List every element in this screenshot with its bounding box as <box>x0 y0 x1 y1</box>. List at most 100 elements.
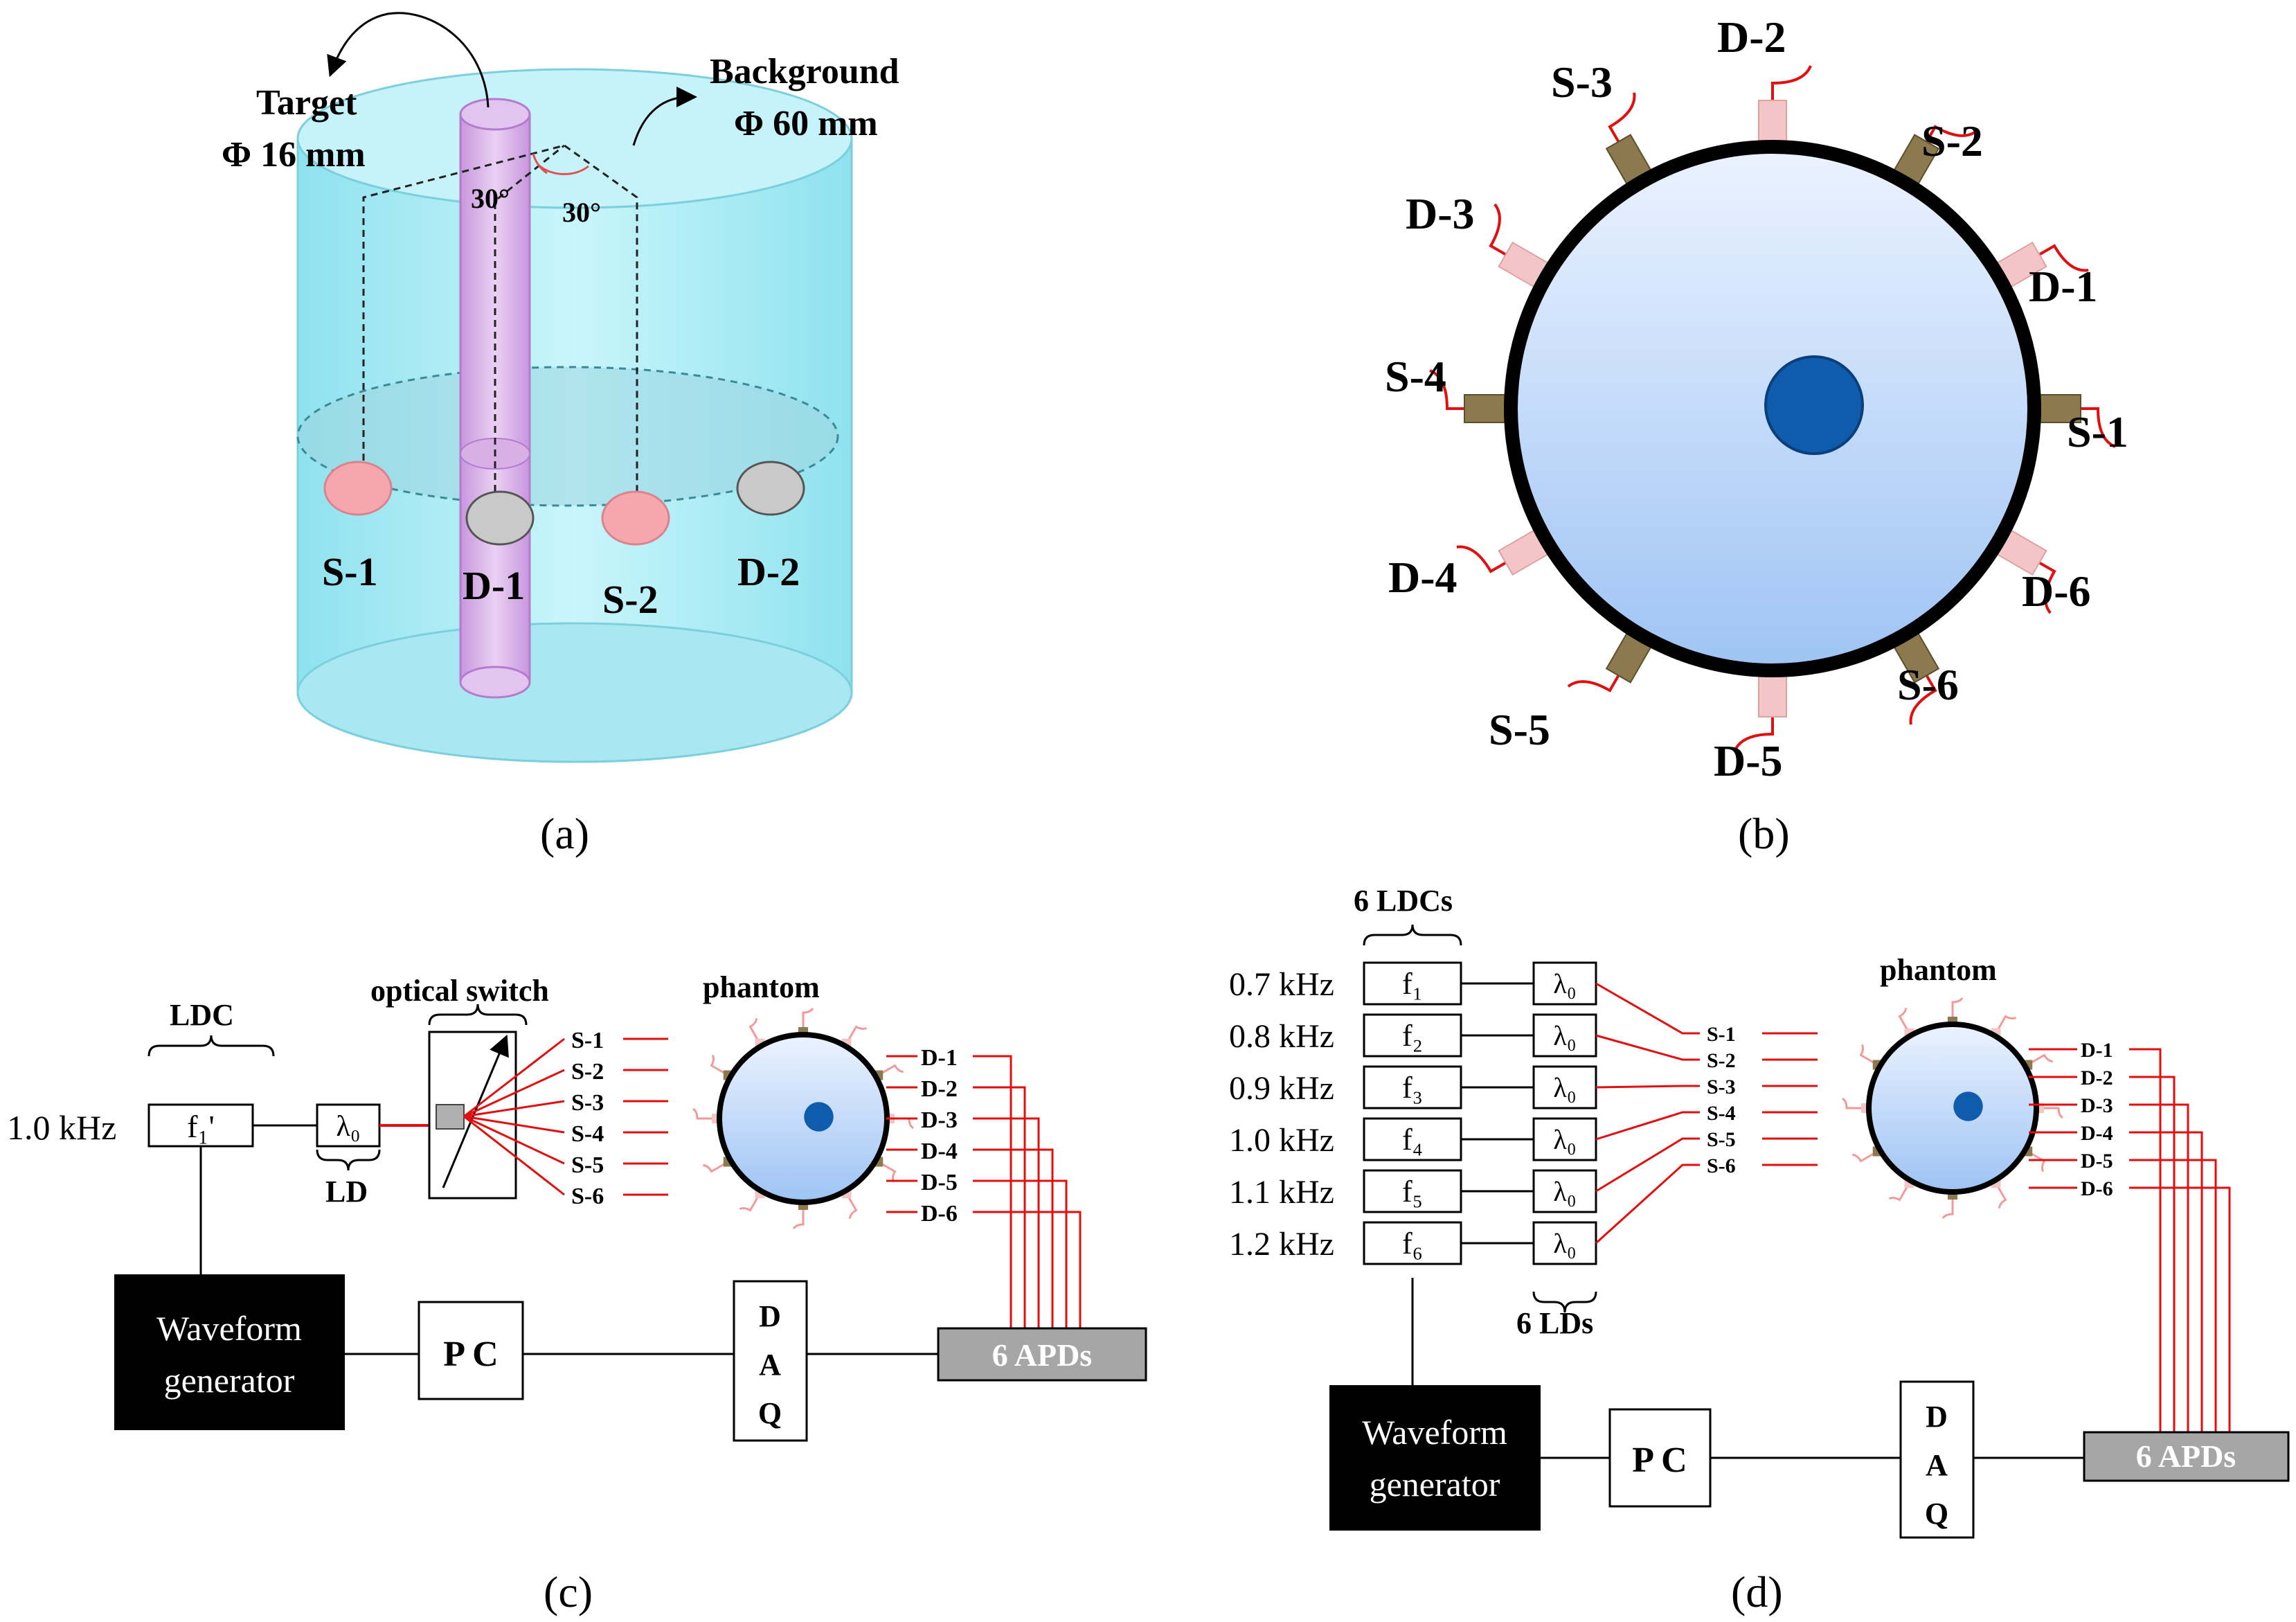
ldc-box-label-d: f₅ <box>1402 1175 1423 1209</box>
probe-s1 <box>323 461 393 516</box>
phantom-mini-c <box>692 1008 914 1229</box>
label-s1: S-1 <box>2067 407 2128 456</box>
daq-box-c <box>733 1280 808 1442</box>
cylinder-top <box>296 68 853 209</box>
mini-fiber <box>1888 1182 1910 1202</box>
ldc-box-label-d: f₁ <box>1402 967 1423 1001</box>
label-d4: D-4 <box>1388 553 1458 602</box>
detector-label-d: D-3 <box>2081 1094 2113 1117</box>
waveform-text-2-c: generator <box>164 1361 295 1400</box>
lds-label: 6 LDs <box>1516 1306 1593 1340</box>
switch-fiber <box>463 1037 565 1118</box>
waveform-text-1-c: Waveform <box>156 1309 302 1348</box>
ldc-box-label: f₁' <box>187 1109 215 1144</box>
daq-d-c: D <box>759 1299 781 1333</box>
daq-a-d: A <box>1926 1448 1948 1482</box>
probe-label-s2: S-2 <box>602 577 658 622</box>
angle-arc-2 <box>539 165 589 175</box>
source-label: S-1 <box>571 1028 604 1053</box>
mini-fiber <box>2027 1150 2046 1173</box>
source-label: S-3 <box>571 1090 604 1116</box>
switch-fiber <box>463 1115 565 1196</box>
ld-lambda-d: λ₀ <box>1553 1228 1576 1259</box>
detector-label: D-2 <box>921 1076 958 1102</box>
ld-lambda-d: λ₀ <box>1553 1124 1576 1155</box>
probe-s2 <box>601 490 670 546</box>
mini-fiber <box>748 1018 761 1044</box>
mini-fiber <box>2039 1107 2063 1119</box>
daq-q-c: Q <box>758 1396 782 1430</box>
ldc-frequency: 1.0 kHz <box>7 1108 116 1147</box>
source-label-d: S-4 <box>1707 1102 1736 1125</box>
detector-label: D-1 <box>921 1045 958 1071</box>
ldc-frequency-d: 0.7 kHz <box>1229 966 1334 1003</box>
apd-box-d <box>2083 1431 2290 1482</box>
detector-fiber-d <box>2129 1076 2176 1432</box>
detector-fiber <box>973 1179 1068 1328</box>
detector-fiber <box>973 1086 1026 1328</box>
label-d2: D-2 <box>1717 12 1786 62</box>
ldc-brace <box>147 1035 275 1057</box>
detector-fiber-d <box>2129 1048 2162 1432</box>
detector-label-d: D-1 <box>2081 1039 2113 1062</box>
ldc-box-label-d: f₂ <box>1402 1019 1423 1053</box>
caption-c: (c) <box>544 1567 593 1616</box>
label-s3: S-3 <box>1551 57 1613 107</box>
cylinder-bottom <box>296 622 853 763</box>
mini-fiber <box>703 1161 729 1173</box>
ld-fiber-d <box>1595 1164 1700 1245</box>
mini-target <box>804 1102 834 1132</box>
ldc-frequency-d: 0.9 kHz <box>1229 1070 1334 1107</box>
ldc-frequency-d: 0.8 kHz <box>1229 1018 1334 1055</box>
panel-c-single-source-setup: LDC 1.0 kHz f₁' λ₀ LD optical switch S-1… <box>7 970 1147 1616</box>
switch-fiber <box>463 1115 565 1134</box>
background-size: Φ 60 mm <box>734 104 878 143</box>
switch-fiber <box>463 1115 565 1165</box>
measurement-plane <box>296 366 839 507</box>
ldc-box-label-d: f₄ <box>1402 1123 1423 1157</box>
source-label-d: S-2 <box>1707 1049 1736 1072</box>
detector-fiber <box>973 1055 1012 1328</box>
mini-fiber <box>1951 997 1964 1022</box>
daq-d-d: D <box>1926 1400 1948 1434</box>
source-label: S-5 <box>571 1152 604 1178</box>
source-label: S-4 <box>571 1121 604 1147</box>
phantom-label-d: phantom <box>1880 953 1997 987</box>
ld-fiber-d <box>1595 1111 1700 1141</box>
ldc-box-d <box>1363 1065 1462 1109</box>
target-label: Target <box>256 83 357 123</box>
source-list: S-1S-2S-3S-4S-5S-6 <box>571 1028 668 1209</box>
mini-fiber <box>1995 1015 2017 1034</box>
ldc-label: LDC <box>170 998 234 1032</box>
ldc-frequency-d: 1.2 kHz <box>1229 1226 1334 1263</box>
probe-label-d2: D-2 <box>737 549 800 594</box>
background-arrow <box>632 87 697 146</box>
label-d5: D-5 <box>1714 736 1783 785</box>
mini-fiber <box>1852 1150 1878 1163</box>
source-label: S-2 <box>571 1059 604 1085</box>
mini-fiber <box>792 1205 805 1229</box>
source-label: S-6 <box>571 1184 604 1209</box>
label-d6: D-6 <box>2022 567 2091 616</box>
target-arrow <box>327 12 490 108</box>
mini-fiber <box>877 1064 904 1076</box>
detector-fiber <box>973 1148 1054 1328</box>
phantom-mini-d <box>1842 997 2063 1219</box>
switch-brace <box>428 1004 528 1026</box>
mini-fiber <box>802 1008 814 1032</box>
probe-label-d1: D-1 <box>463 563 525 608</box>
ld-brace <box>316 1149 381 1171</box>
ldc-frequency-d: 1.1 kHz <box>1229 1174 1334 1211</box>
caption-b: (b) <box>1738 809 1790 858</box>
ld-box-d <box>1532 1221 1597 1265</box>
waveform-text-2-d: generator <box>1370 1465 1500 1504</box>
detector-label-d: D-5 <box>2081 1150 2113 1173</box>
mini-fiber <box>1859 1044 1878 1066</box>
mini-fiber <box>845 1193 858 1219</box>
apd-label-c: 6 APDs <box>992 1337 1092 1373</box>
ldc-box-label-d: f₃ <box>1402 1071 1423 1105</box>
detector-fiber-d <box>2129 1159 2217 1432</box>
angle-arc-1 <box>532 153 548 175</box>
